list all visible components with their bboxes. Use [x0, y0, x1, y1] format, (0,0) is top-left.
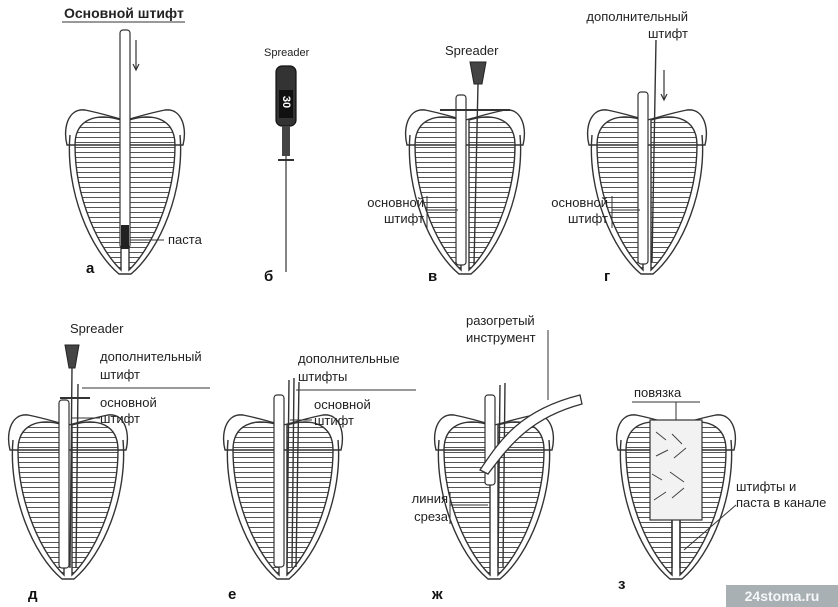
- label-extra-pin-g-1: дополнительный: [560, 10, 688, 24]
- label-main-pin-g-1: основной: [538, 196, 608, 210]
- label-heated-2: инструмент: [466, 331, 536, 345]
- dressing-shape: [650, 420, 702, 520]
- panel-letter-b: б: [264, 270, 273, 284]
- label-main-pin-d-1: основной: [100, 396, 157, 410]
- label-main-pin-v-1: основной: [356, 196, 424, 210]
- label-main-pin-e-2: штифт: [314, 414, 354, 428]
- panel-g: [588, 40, 707, 274]
- label-spreader-b: Spreader: [264, 46, 309, 60]
- panel-letter-z: з: [618, 578, 625, 592]
- label-pins-paste-2: паста в канале: [736, 496, 826, 510]
- panel-v: [406, 62, 525, 274]
- panel-letter-v: в: [428, 270, 437, 284]
- panel-letter-g: г: [604, 270, 610, 284]
- panel-letter-a: а: [86, 262, 94, 276]
- label-spreader-d: Spreader: [70, 322, 123, 336]
- label-cut-2: среза: [372, 510, 448, 524]
- panel-letter-e: е: [228, 588, 236, 602]
- label-paste: паста: [168, 233, 202, 247]
- label-extra-pins-e-2: штифты: [298, 370, 347, 384]
- label-main-pin-v-2: штифт: [356, 212, 424, 226]
- panel-a: [62, 22, 185, 274]
- label-pins-paste-1: штифты и: [736, 480, 796, 494]
- panel-letter-d: д: [28, 588, 38, 602]
- paste-fill: [121, 225, 129, 249]
- label-main-pin-d-2: штифт: [100, 412, 140, 426]
- main-pin-shape: [120, 30, 130, 248]
- label-heated-1: разогретый: [466, 314, 535, 328]
- label-main-pin-g-2: штифт: [538, 212, 608, 226]
- panel-zh: [435, 330, 582, 579]
- watermark: 24stoma.ru: [726, 585, 838, 607]
- panel-letter-zh: ж: [432, 588, 443, 602]
- instrument-number: 30: [279, 96, 293, 108]
- label-extra-pin-d-1: дополнительный: [100, 350, 202, 364]
- label-main-pin-bold: Основной штифт: [64, 6, 184, 20]
- label-main-pin-e-1: основной: [314, 398, 371, 412]
- panel-z: [617, 402, 736, 579]
- label-extra-pin-d-2: штифт: [100, 368, 140, 382]
- label-extra-pin-g-2: штифт: [560, 27, 688, 41]
- label-extra-pins-e-1: дополнительные: [298, 352, 400, 366]
- label-cut-1: линия: [372, 492, 448, 506]
- label-spreader-v: Spreader: [445, 44, 498, 58]
- label-dressing: повязка: [634, 386, 681, 400]
